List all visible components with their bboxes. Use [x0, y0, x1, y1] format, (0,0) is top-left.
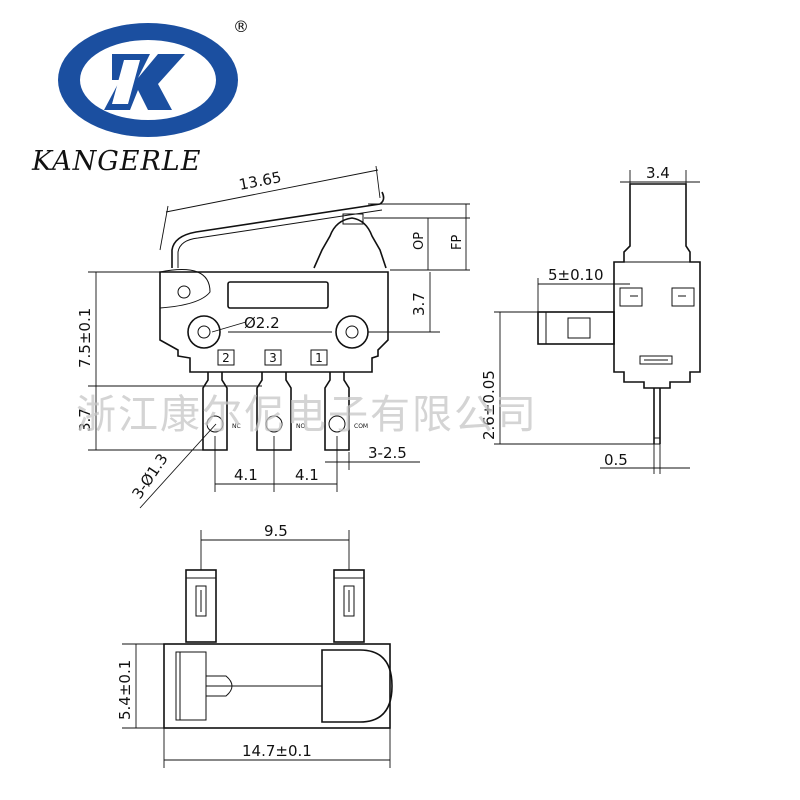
side-terminal	[537, 311, 615, 345]
terminal-com-hole	[328, 415, 346, 433]
lever-inner-line	[177, 209, 383, 268]
side-clip-right	[671, 287, 695, 307]
leader-terminal-hole	[139, 423, 217, 509]
leader-hole-dia	[211, 321, 247, 333]
bottom-terminal-left-slot	[195, 585, 207, 617]
side-body	[613, 183, 701, 389]
plunger-tip	[342, 213, 364, 225]
dim-terminal-hole: 3-Ø1.3	[128, 450, 171, 502]
pin-box-1	[217, 349, 235, 366]
pin-name-nc: NC	[232, 423, 241, 430]
side-slot	[639, 355, 673, 365]
side-terminal-hole	[567, 317, 591, 339]
dim-bottom-pitch: 9.5	[264, 522, 288, 540]
brand-name: KANGERLE	[31, 146, 201, 177]
pin-name-com: COM	[354, 423, 368, 430]
dim-offset: 3.7	[410, 292, 428, 316]
dim-height: 7.5±0.1	[76, 308, 94, 368]
pin-number-3: 1	[315, 351, 323, 365]
bottom-lever-tab	[205, 675, 233, 697]
bottom-view: 9.5 5.4±0.1 14.7±0.1	[116, 522, 393, 768]
company-watermark: 浙江康尔伲电子有限公司	[76, 392, 538, 438]
dim-terminal-width: 3-2.5	[368, 444, 407, 462]
terminal-nc-hole	[206, 415, 224, 433]
dim-ext-lever-right	[375, 165, 381, 199]
dim-depth: 5.4±0.1	[116, 660, 134, 720]
label-window	[227, 281, 329, 309]
terminal-no-hole	[265, 415, 283, 433]
dim-hole-dia: Ø2.2	[244, 314, 280, 332]
mounting-hole-left	[187, 315, 221, 349]
plunger	[313, 217, 387, 269]
pin-box-2	[264, 349, 282, 366]
lever-outline	[171, 191, 385, 268]
mounting-hole-left-inner	[197, 325, 211, 339]
bottom-plunger	[321, 649, 393, 723]
pin-name-no: NO	[296, 423, 305, 430]
dim-side-width: 3.4	[646, 164, 670, 182]
switch-body	[159, 271, 389, 373]
mounting-hole-right	[335, 315, 369, 349]
dim-terminal-length: 3.7	[76, 408, 94, 432]
registered-mark: ®	[233, 17, 249, 36]
lever-pivot-arc	[159, 269, 211, 309]
dim-side-terminal: 5±0.10	[548, 266, 604, 284]
pin-box-3	[310, 349, 328, 366]
front-view: 2 3 1 NC NO COM 13.65 OP FP 3.7 7.5±	[76, 165, 470, 509]
side-clip-left	[619, 287, 643, 307]
dim-pitch-2: 4.1	[295, 466, 319, 484]
dim-line-lever	[165, 169, 379, 213]
bottom-body	[163, 643, 391, 729]
pin-number-2: 3	[269, 351, 277, 365]
dim-fp: FP	[450, 235, 465, 250]
side-view: 3.4 5±0.10 2.6±0.05 0.5	[480, 164, 701, 474]
bottom-terminal-right-slot	[343, 585, 355, 617]
side-leg-tip	[653, 437, 661, 445]
dim-op: OP	[412, 232, 427, 250]
mounting-hole-right-inner	[345, 325, 359, 339]
dim-thickness: 0.5	[604, 451, 628, 469]
dim-ext-lever-left	[159, 205, 169, 251]
dim-length: 14.7±0.1	[242, 742, 312, 760]
pivot-hole	[177, 285, 191, 299]
dim-pitch-1: 4.1	[234, 466, 258, 484]
pin-number-1: 2	[222, 351, 230, 365]
dim-side-offset: 2.6±0.05	[480, 370, 498, 440]
kangerle-logo	[58, 23, 238, 137]
